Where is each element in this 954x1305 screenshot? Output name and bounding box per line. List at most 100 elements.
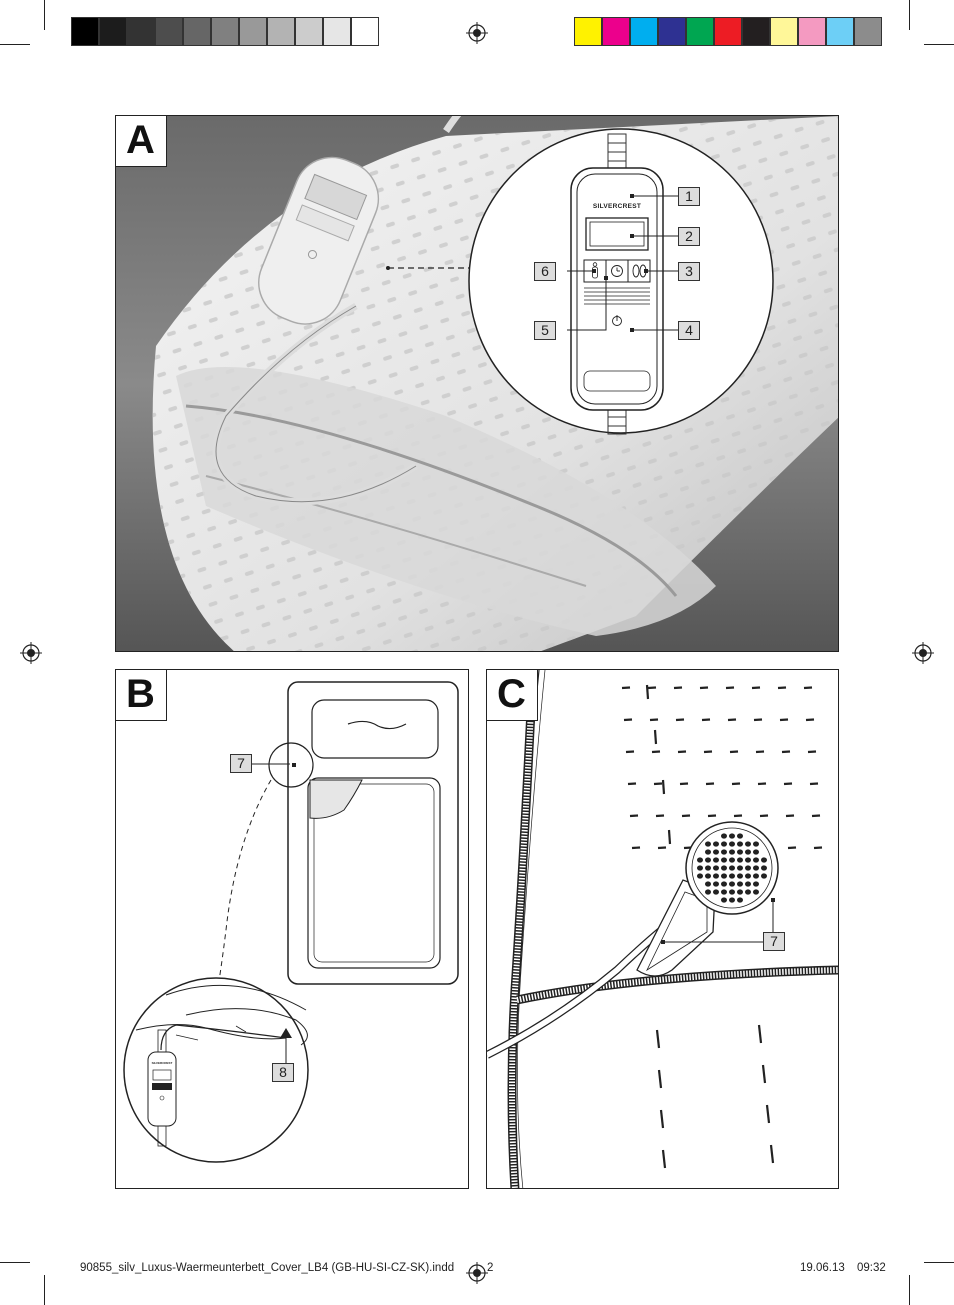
figure-b-panel: B SILVERCREST 7 8 (115, 669, 469, 1189)
stitch-mark (783, 782, 793, 786)
socket-hole (729, 857, 735, 863)
callout-7: 7 (230, 754, 252, 773)
stitch-mark (727, 718, 737, 722)
registration-mark-icon (912, 642, 934, 664)
stitch-mark (673, 686, 683, 690)
stitch-mark (653, 729, 658, 745)
socket-hole (729, 897, 735, 903)
stitch-mark (731, 782, 741, 786)
gray-swatch (295, 17, 323, 46)
gray-swatch (71, 17, 99, 46)
stitch-mark (679, 782, 689, 786)
socket-hole (705, 857, 711, 863)
registration-mark-icon (466, 1262, 488, 1284)
color-swatch (658, 17, 686, 46)
socket-hole (729, 881, 735, 887)
socket-hole (761, 873, 767, 879)
stitch-mark (623, 718, 633, 722)
gray-swatch (183, 17, 211, 46)
stitch-mark (707, 814, 717, 818)
socket-hole (753, 849, 759, 855)
figure-a-panel: A (115, 115, 839, 652)
socket-hole (729, 841, 735, 847)
gray-swatch (99, 17, 127, 46)
socket-hole (705, 865, 711, 871)
color-swatch (686, 17, 714, 46)
crop-mark (0, 1262, 30, 1263)
socket-hole (745, 857, 751, 863)
connector-illustration (487, 670, 838, 1188)
socket-hole (745, 841, 751, 847)
callout-1: 1 (678, 187, 700, 206)
socket-hole (737, 889, 743, 895)
stitch-mark (677, 750, 687, 754)
socket-hole (713, 841, 719, 847)
stitch-mark (805, 718, 815, 722)
callout-4: 4 (678, 321, 700, 340)
crop-mark (909, 0, 910, 30)
stitch-mark (629, 814, 639, 818)
socket-hole (729, 865, 735, 871)
socket-hole (721, 865, 727, 871)
stitch-mark (661, 779, 666, 795)
socket-hole (721, 897, 727, 903)
socket-hole (737, 857, 743, 863)
socket-hole (721, 889, 727, 895)
color-swatch (826, 17, 854, 46)
socket-hole (737, 841, 743, 847)
small-controller-brand-text: SILVERCREST (151, 1061, 173, 1065)
socket-hole (713, 849, 719, 855)
stitch-mark (761, 1064, 767, 1084)
callout-7-c: 7 (763, 932, 785, 951)
stitch-mark (657, 1069, 663, 1089)
gray-swatch (267, 17, 295, 46)
stitch-mark (777, 686, 787, 690)
figure-a-label: A (116, 116, 167, 167)
stitch-mark (803, 686, 813, 690)
stitch-mark (649, 718, 659, 722)
gray-swatch (239, 17, 267, 46)
registration-mark-icon (20, 642, 42, 664)
stitch-mark (779, 718, 789, 722)
socket-hole (761, 865, 767, 871)
figure-b-label: B (116, 670, 167, 721)
stitch-mark (661, 1149, 667, 1169)
gray-swatch (127, 17, 155, 46)
socket-hole (745, 881, 751, 887)
stitch-mark (667, 829, 672, 845)
stitch-mark (765, 1104, 771, 1124)
socket-hole (745, 889, 751, 895)
stitch-mark (807, 750, 817, 754)
socket-hole (753, 841, 759, 847)
socket-hole (697, 865, 703, 871)
socket-hole (705, 849, 711, 855)
callout-8: 8 (272, 1063, 294, 1082)
socket-hole (753, 865, 759, 871)
crop-mark (924, 44, 954, 45)
stitch-mark (653, 782, 663, 786)
footer-time: 09:32 (857, 1262, 886, 1274)
footer-date: 19.06.13 (800, 1262, 845, 1274)
stitch-mark (647, 686, 657, 690)
color-swatch (630, 17, 658, 46)
socket-hole (753, 881, 759, 887)
stitch-mark (811, 814, 821, 818)
color-swatch (798, 17, 826, 46)
socket-hole (721, 857, 727, 863)
stitch-mark (729, 750, 739, 754)
stitch-mark (675, 718, 685, 722)
stitch-mark (627, 782, 637, 786)
socket-hole (705, 873, 711, 879)
stitch-mark (651, 750, 661, 754)
socket-hole (753, 857, 759, 863)
stitch-mark (625, 750, 635, 754)
socket-hole (729, 873, 735, 879)
stitch-mark (787, 846, 797, 850)
stitch-mark (785, 814, 795, 818)
stitch-mark (809, 782, 819, 786)
stitch-mark (781, 750, 791, 754)
figure-c-label: C (487, 670, 538, 721)
callout-3: 3 (678, 262, 700, 281)
color-swatch (742, 17, 770, 46)
stitch-mark (751, 686, 761, 690)
